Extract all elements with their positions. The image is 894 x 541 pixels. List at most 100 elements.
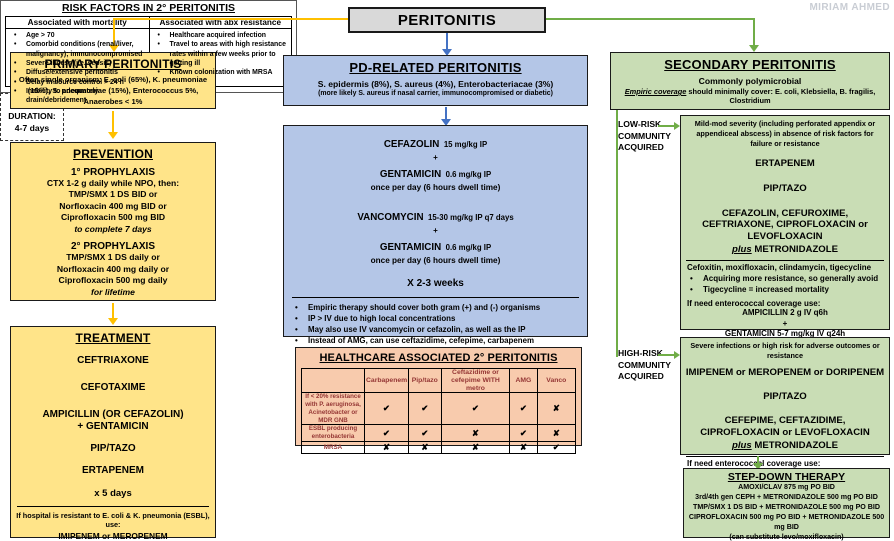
secondary-peritonitis-box: SECONDARY PERITONITIS Commonly polymicro… xyxy=(610,52,890,110)
column-header: Ceftazidime or cefepime WITH metro xyxy=(440,367,511,394)
note-item: IP > IV due to high local concentrations xyxy=(292,313,581,324)
drug-option: ERTAPENEM xyxy=(81,465,145,476)
secondary-line1: Commonly polymicrobial xyxy=(698,76,802,86)
arrow-down-icon xyxy=(749,45,759,52)
prophylaxis-line: TMP/SMX 1 DS BID or xyxy=(68,189,158,200)
dose-frequency: once per day (6 hours dwell time) xyxy=(370,256,501,266)
check-mark: ✔ xyxy=(407,424,442,442)
check-mark: ✔ xyxy=(407,392,442,426)
drug-option: CEFAZOLIN, CEFUROXIME, CEFTRIAXONE, CIPR… xyxy=(702,207,868,243)
primary-prophylaxis-heading: 1° PROPHYLAXIS xyxy=(70,167,156,178)
drug-option: PIP/TAZO xyxy=(90,443,136,454)
secondary-coverage: Empiric coverage should minimally cover:… xyxy=(611,87,889,105)
divider xyxy=(686,455,884,457)
label-line: COMMUNITY xyxy=(618,130,671,141)
esbl-note: If hospital is resistant to E. coli & K.… xyxy=(16,511,210,530)
check-mark: ✔ xyxy=(536,440,577,454)
primary-prophylaxis-footer: to complete 7 days xyxy=(74,224,152,235)
x-mark: ✘ xyxy=(440,440,511,454)
dose-frequency: once per day (6 hours dwell time) xyxy=(370,183,501,192)
table-header-row: Carbapenem Pip/tazo Ceftazidime or cefep… xyxy=(300,367,577,394)
check-mark: ✔ xyxy=(509,392,538,426)
esbl-drug-option: IMIPENEM or MEROPENEM xyxy=(58,530,168,541)
row-label: ESBL producing enterobacteria xyxy=(300,424,366,442)
note-item: Instead of AMG, can use ceftazidime, cef… xyxy=(292,335,581,346)
resistance-items: Healthcare acquired infectionTravel to a… xyxy=(150,29,292,78)
check-mark: ✔ xyxy=(364,392,409,426)
label-line: ACQUIRED xyxy=(618,371,664,382)
risk-item: Comorbid conditions (renal/liver, malign… xyxy=(8,40,147,59)
drug-option: CEFTRIAXONE xyxy=(77,355,149,366)
therapy-line: 3rd/4th gen CEPH + METRONIDAZOLE 500 mg … xyxy=(695,492,878,501)
avoid-item: Tigecycline = increased mortality xyxy=(681,285,889,296)
x-mark: ✘ xyxy=(509,440,538,454)
high-risk-intro: Severe infections or high risk for adver… xyxy=(690,341,880,360)
risk-factors-title: RISK FACTORS IN 2° PERITONITIS xyxy=(61,2,235,14)
risk-item: Age > 70 xyxy=(8,31,147,41)
row-label: If < 20% resistance with P. aeruginosa, … xyxy=(300,392,366,426)
check-mark: ✔ xyxy=(440,392,511,426)
pd-regimen-1: CEFAZOLIN 15 mg/kg IP + GENTAMICIN 0.6 m… xyxy=(284,133,587,193)
connector-green xyxy=(658,354,674,356)
plus-metronidazole: plus METRONIDAZOLE xyxy=(681,244,889,255)
drug-option: PIP/TAZO xyxy=(763,182,807,194)
risk-item: Known colonization with MRSA xyxy=(152,68,290,78)
column-header: Vanco xyxy=(536,367,577,394)
check-mark: ✔ xyxy=(509,424,538,442)
healthcare-table-title: HEALTHCARE ASSOCIATED 2° PERITONITIS xyxy=(319,352,558,364)
therapy-line: CIPROFLOXACIN 500 mg PO BID + METRONIDAZ… xyxy=(688,512,885,531)
pd-treatment-box: CEFAZOLIN 15 mg/kg IP + GENTAMICIN 0.6 m… xyxy=(283,125,588,389)
drug-option: IMIPENEM or MEROPENEM or DORIPENEM xyxy=(685,366,885,378)
corner-cell xyxy=(300,367,366,394)
low-risk-treatment-box: Mild-mod severity (including perforated … xyxy=(680,115,890,359)
drug-option: ERTAPENEM xyxy=(755,157,815,169)
arrow-down-icon xyxy=(441,119,451,126)
coverage-text: should minimally cover: E. coli, Klebsie… xyxy=(686,87,876,105)
row-label: MRSA xyxy=(300,440,366,454)
resistance-column: Associated with abx resistance Healthcar… xyxy=(148,17,292,86)
connector-blue xyxy=(445,107,447,119)
label-line: COMMUNITY xyxy=(618,359,671,370)
prevention-box: PREVENTION 1° PROPHYLAXIS CTX 1-2 g dail… xyxy=(10,142,216,301)
drug-dose: 0.6 mg/kg IP xyxy=(445,170,492,179)
prophylaxis-line: Ciprofloxacin 500 mg BID xyxy=(60,212,166,223)
page-title: PERITONITIS xyxy=(348,7,546,33)
arrow-down-icon xyxy=(108,318,118,325)
risk-item: Diffuse/extensive peritonitis xyxy=(8,68,147,78)
empiric-coverage-label: Empiric coverage xyxy=(624,87,687,96)
divider xyxy=(17,506,209,507)
risk-item: Inability to adequately drain/debridemen… xyxy=(8,87,147,106)
drug-option: CEFOTAXIME xyxy=(80,382,146,393)
prevention-title: PREVENTION xyxy=(72,147,153,161)
drug-name: GENTAMICIN xyxy=(379,169,442,180)
high-risk-treatment-box: Severe infections or high risk for adver… xyxy=(680,337,890,477)
drug-name: METRONIDAZOLE xyxy=(751,244,839,256)
prophylaxis-line: Norfloxacin 400 mg daily or xyxy=(56,263,170,274)
x-mark: ✘ xyxy=(407,440,442,454)
prophylaxis-line: Norfloxacin 400 mg BID or xyxy=(59,200,167,211)
divider xyxy=(686,260,884,262)
check-mark: ✔ xyxy=(364,424,409,442)
regimen-line: AMPICILLIN 2 g IV q6h xyxy=(742,308,828,318)
avoid-bullets: Acquiring more resistance, so generally … xyxy=(681,274,889,296)
connector-green-rail xyxy=(616,110,618,357)
regimen-line: + xyxy=(782,318,788,328)
arrow-right-icon xyxy=(674,351,680,359)
plus-sign: + xyxy=(433,226,438,236)
duration-line: DURATION: xyxy=(8,111,56,122)
enterococcal-note: If need enterococcal coverage use: xyxy=(687,458,821,468)
step-down-therapy-box: STEP-DOWN THERAPY AMOXI/CLAV 875 mg PO B… xyxy=(683,468,890,541)
label-line: HIGH-RISK xyxy=(618,348,663,358)
drug-name: METRONIDAZOLE xyxy=(751,439,839,451)
column-header: Carbapenem xyxy=(364,367,409,394)
treatment-box: TREATMENT CEFTRIAXONE CEFOTAXIME AMPICIL… xyxy=(10,326,216,541)
connector-blue-vertical xyxy=(446,33,448,49)
pd-title: PD-RELATED PERITONITIS xyxy=(349,60,522,75)
primary-prophylaxis-lines: CTX 1-2 g daily while NPO, then:TMP/SMX … xyxy=(11,178,215,223)
risk-factors-table: Associated with mortality Age > 70Comorb… xyxy=(5,16,292,104)
treatment-duration: x 5 days xyxy=(94,488,132,499)
drug-dose: 15 mg/kg IP xyxy=(443,140,488,149)
